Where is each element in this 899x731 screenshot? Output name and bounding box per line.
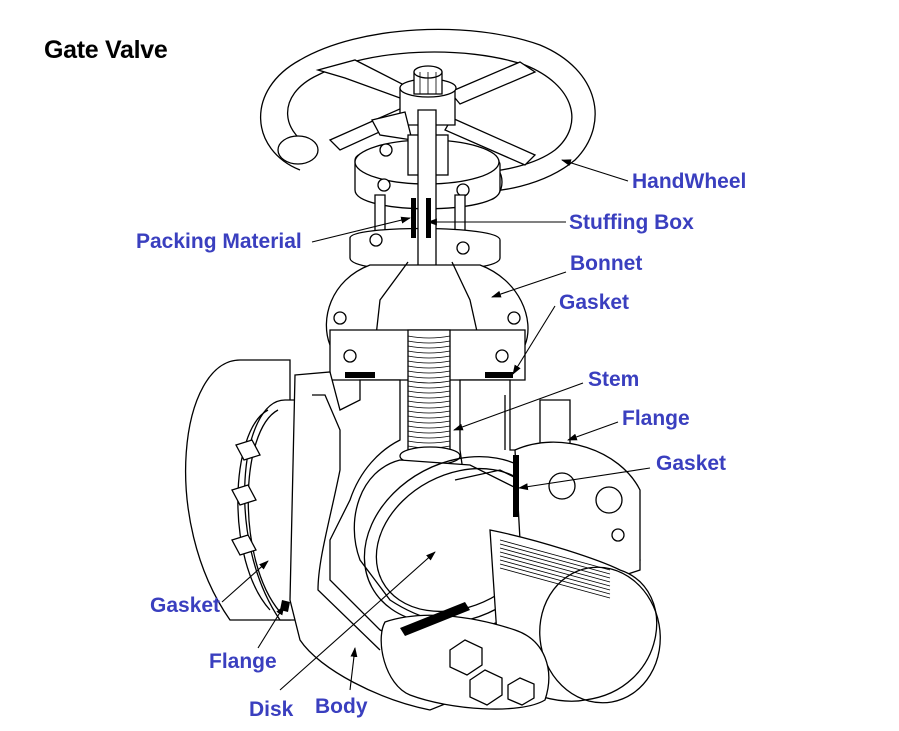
leader-flange-left [257, 605, 285, 649]
part-labels: HandWheel Stuffing Box Packing Material … [136, 170, 746, 721]
label-gasket-left: Gasket [150, 594, 220, 617]
label-disk: Disk [249, 698, 294, 721]
label-gasket-right: Gasket [656, 452, 726, 475]
label-body: Body [315, 695, 368, 718]
leader-disk [279, 551, 436, 691]
label-packing-material: Packing Material [136, 230, 302, 253]
leader-stem [453, 382, 584, 431]
leader-handwheel [561, 159, 629, 182]
leader-gasket-right [518, 467, 651, 491]
leader-gasket-bonnet [512, 305, 556, 375]
label-bonnet: Bonnet [570, 252, 642, 275]
figure-title: Gate Valve [44, 36, 168, 64]
label-stem: Stem [588, 368, 639, 391]
bottom-flange-part [380, 602, 550, 710]
leader-bonnet [491, 271, 567, 298]
label-flange-left: Flange [209, 650, 277, 673]
body-left-flange [185, 359, 301, 621]
leader-body [349, 647, 358, 691]
handwheel-part [259, 28, 596, 201]
label-gasket-bonnet: Gasket [559, 291, 629, 314]
leader-packing-material [311, 216, 411, 243]
label-stuffing-box: Stuffing Box [569, 211, 694, 234]
leader-lines [221, 159, 651, 691]
leader-gasket-left [221, 560, 269, 603]
label-handwheel: HandWheel [632, 170, 746, 193]
label-flange-right: Flange [622, 407, 690, 430]
leader-flange-right [567, 421, 619, 441]
